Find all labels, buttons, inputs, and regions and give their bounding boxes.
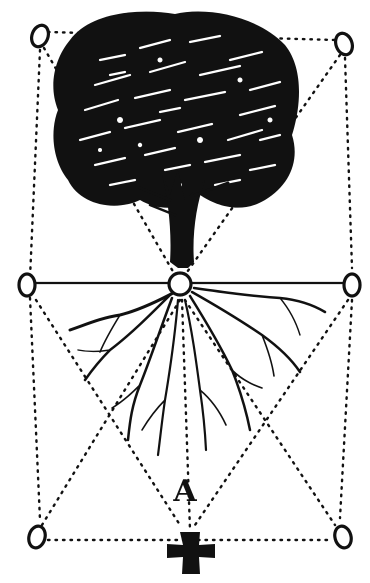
cross-icon — [167, 532, 215, 574]
right-to-apex-line — [195, 300, 348, 525]
middle-left-node — [19, 274, 35, 296]
right-upper-connector-line — [345, 58, 352, 268]
top-right-node — [333, 31, 356, 57]
center-node — [169, 273, 191, 295]
tree-roots — [70, 288, 325, 455]
left-upper-connector-line — [30, 50, 40, 278]
right-lower-side-line — [340, 300, 352, 518]
apex-label: A — [172, 477, 198, 507]
top-left-node — [29, 23, 52, 49]
bottom-right-node — [332, 524, 353, 549]
left-lower-side-line — [30, 298, 40, 520]
middle-right-node — [344, 274, 360, 296]
bottom-left-node — [26, 524, 47, 549]
tree-icon — [53, 12, 325, 455]
